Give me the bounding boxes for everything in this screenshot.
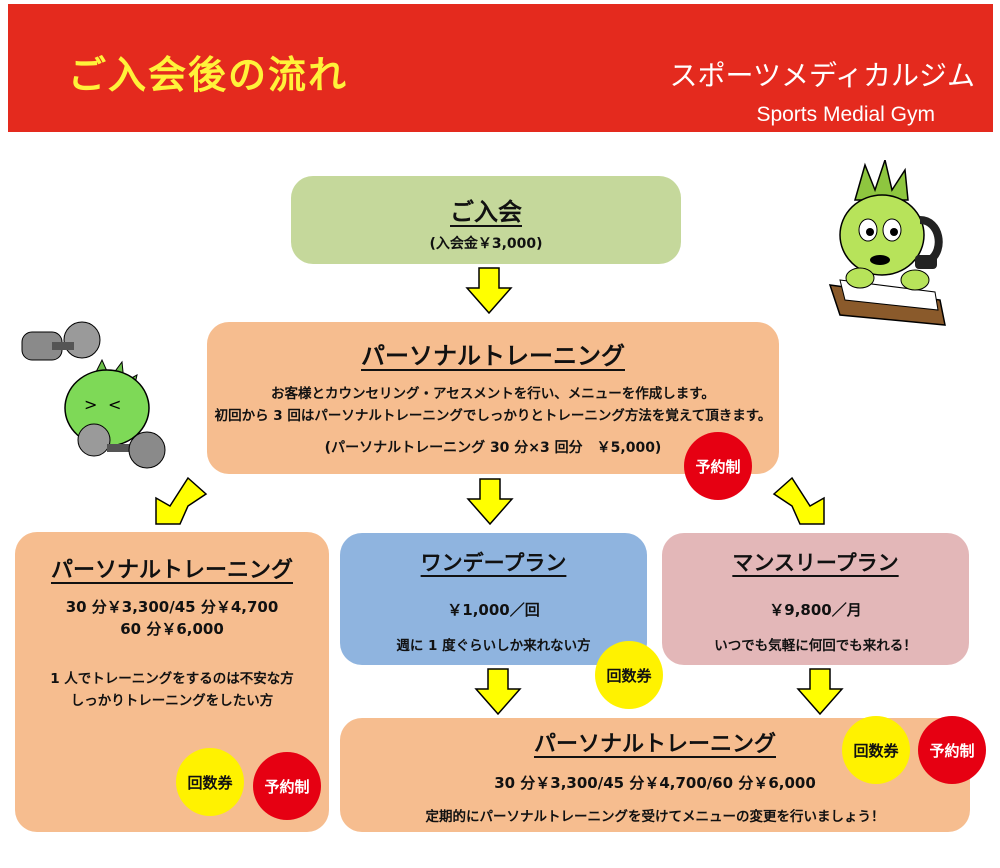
monthly-plan-title: マンスリープラン — [732, 551, 899, 575]
monthly-plan-box: マンスリープラン ￥9,800／月 いつでも気軽に何回でも来れる！ — [662, 533, 969, 665]
down-arrow-icon — [465, 267, 513, 315]
ticket-badge: 回数券 — [176, 748, 244, 816]
personal-plan-price1: 30 分￥3,300/45 分￥4,700 — [65, 598, 279, 616]
join-title: ご入会 — [450, 198, 522, 226]
intro-training-title: パーソナルトレーニング — [361, 342, 625, 370]
header-banner: ご入会後の流れ スポーツメディカルジム Sports Medial Gym — [8, 4, 993, 132]
personal-plan-desc1: 1 人でトレーニングをするのは不安な方 — [50, 671, 294, 687]
oneday-plan-price: ￥1,000／回 — [447, 601, 540, 619]
svg-text:<: < — [108, 395, 121, 414]
monthly-plan-desc: いつでも気軽に何回でも来れる！ — [714, 638, 917, 654]
ticket-badge: 回数券 — [595, 641, 663, 709]
down-arrow-icon — [466, 478, 514, 526]
mascot-dumbbell-icon: > < — [21, 321, 166, 469]
reservation-badge: 予約制 — [253, 752, 321, 820]
intro-training-price: (パーソナルトレーニング 30 分×3 回分 ￥5,000) — [324, 440, 662, 456]
page-title: ご入会後の流れ — [68, 53, 349, 97]
reservation-badge: 予約制 — [684, 432, 752, 500]
down-left-arrow-icon — [155, 476, 208, 525]
join-box: ご入会 (入会金￥3,000) — [291, 176, 681, 264]
mascot-phone-icon — [828, 160, 946, 326]
down-arrow-icon — [474, 668, 522, 716]
continued-training-desc: 定期的にパーソナルトレーニングを受けてメニューの変更を行いましょう！ — [425, 809, 885, 825]
oneday-plan-box: ワンデープラン ￥1,000／回 週に 1 度ぐらいしか来れない方 — [340, 533, 647, 665]
join-fee: (入会金￥3,000) — [429, 236, 543, 252]
reservation-badge: 予約制 — [918, 716, 986, 784]
down-arrow-icon — [796, 668, 844, 716]
oneday-plan-title: ワンデープラン — [420, 551, 567, 575]
personal-plan-price2: 60 分￥6,000 — [120, 620, 224, 638]
svg-text:>: > — [84, 395, 97, 414]
continued-training-price: 30 分￥3,300/45 分￥4,700/60 分￥6,000 — [494, 774, 816, 792]
continued-training-title: パーソナルトレーニング — [533, 732, 776, 757]
monthly-plan-price: ￥9,800／月 — [769, 601, 862, 619]
intro-training-line2: 初回から 3 回はパーソナルトレーニングでしっかりとトレーニング方法を覚えて頂き… — [214, 408, 772, 424]
down-right-arrow-icon — [772, 476, 825, 525]
intro-training-box: パーソナルトレーニング お客様とカウンセリング・アセスメントを行い、メニューを作… — [207, 322, 779, 474]
intro-training-line1: お客様とカウンセリング・アセスメントを行い、メニューを作成します。 — [271, 386, 715, 402]
ticket-badge: 回数券 — [842, 716, 910, 784]
oneday-plan-desc: 週に 1 度ぐらいしか来れない方 — [396, 638, 591, 654]
personal-plan-title: パーソナルトレーニング — [50, 558, 293, 583]
personal-plan-desc2: しっかりトレーニングをしたい方 — [70, 693, 274, 709]
gym-name-en: Sports Medial Gym — [756, 103, 935, 126]
gym-name-jp: スポーツメディカルジム — [669, 59, 975, 92]
